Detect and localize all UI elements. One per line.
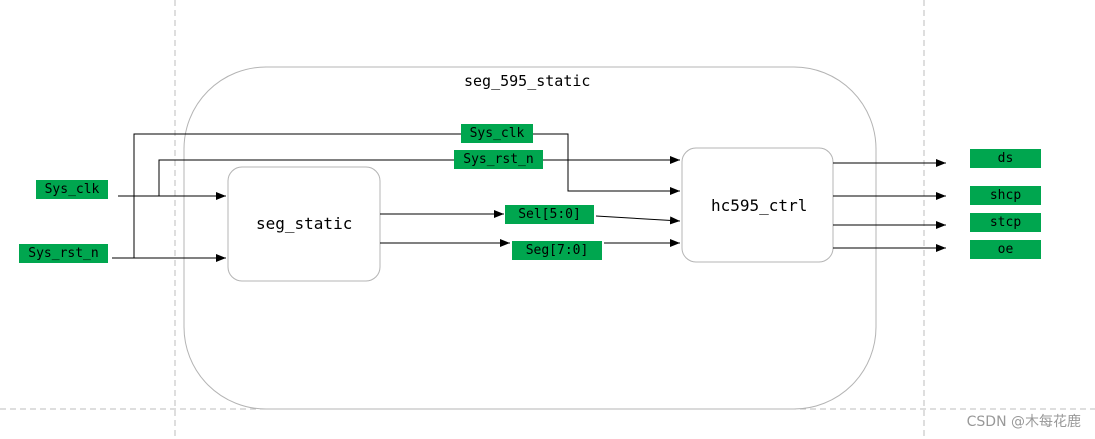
seg-static-label: seg_static <box>256 214 353 233</box>
output-wires <box>833 159 946 252</box>
internal-sys-rst-n-tag: Sys_rst_n <box>454 150 543 169</box>
sel-signal-tag: Sel[5:0] <box>505 205 594 224</box>
top-module-box <box>183 66 877 410</box>
seg-static-box <box>227 166 381 282</box>
output-ds-tag: ds <box>970 149 1041 168</box>
csdn-watermark: CSDN @木每花鹿 <box>966 414 1081 430</box>
seg-signal-tag: Seg[7:0] <box>512 241 602 260</box>
hc595-ctrl-label: hc595_ctrl <box>711 196 808 215</box>
sel-wire <box>380 210 681 225</box>
top-module-label: seg_595_static <box>464 72 591 90</box>
sys-clk-wire <box>118 133 680 200</box>
hc595-ctrl-box <box>681 147 834 263</box>
input-sys-rst-n-tag: Sys_rst_n <box>19 244 108 263</box>
input-sys-clk-tag: Sys_clk <box>36 180 108 199</box>
output-shcp-tag: shcp <box>970 186 1041 205</box>
internal-sys-clk-tag: Sys_clk <box>461 124 533 143</box>
output-oe-tag: oe <box>970 240 1041 259</box>
output-stcp-tag: stcp <box>970 213 1041 232</box>
